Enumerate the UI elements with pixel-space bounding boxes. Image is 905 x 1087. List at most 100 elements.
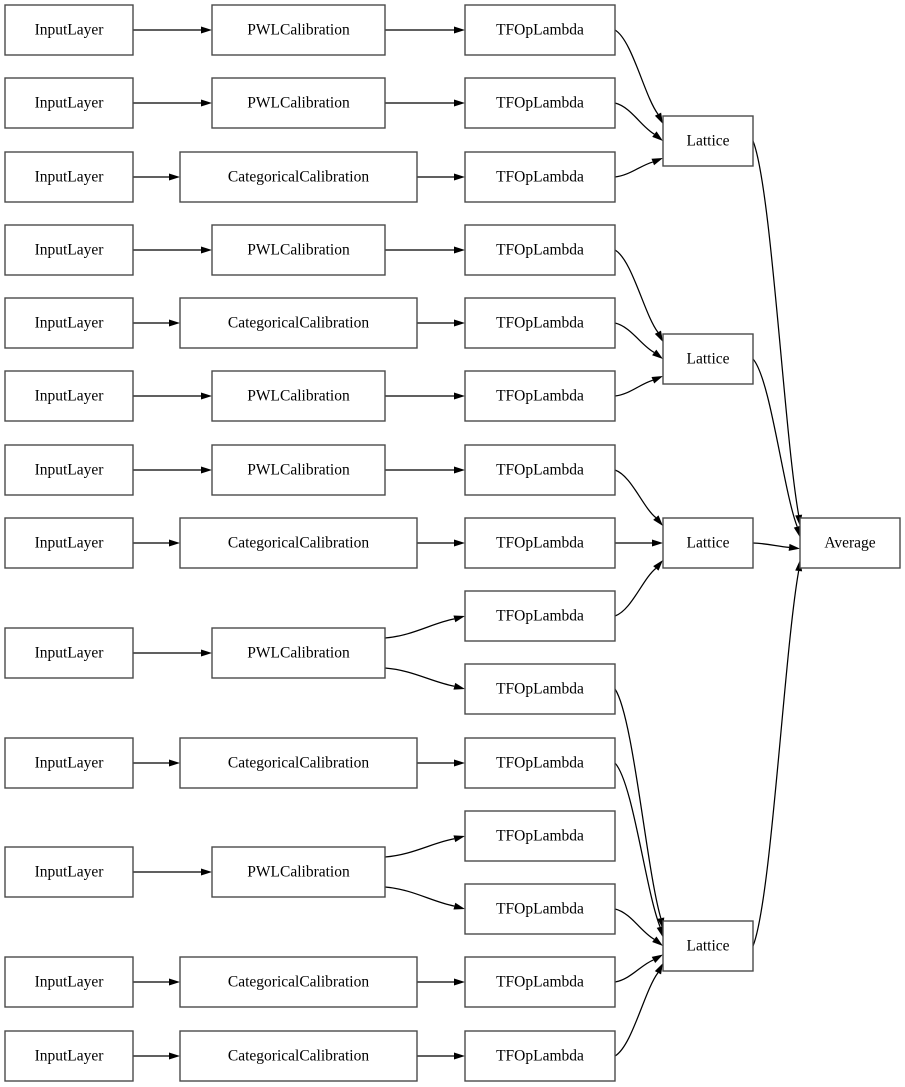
node-input-layer-in13[interactable]: InputLayer [4,1030,134,1082]
node-box[interactable] [464,590,616,642]
node-box[interactable] [211,4,386,56]
node-input-layer-in1[interactable]: InputLayer [4,4,134,56]
node-box[interactable] [4,151,134,203]
node-box[interactable] [464,883,616,935]
node-pwlcalibration-cal11[interactable]: PWLCalibration [211,846,386,898]
node-lattice-lat3[interactable]: Lattice [662,517,754,569]
node-box[interactable] [464,810,616,862]
node-box[interactable] [179,151,418,203]
node-pwlcalibration-cal6[interactable]: PWLCalibration [211,370,386,422]
node-box[interactable] [662,333,754,385]
node-input-layer-in8[interactable]: InputLayer [4,517,134,569]
node-input-layer-in12[interactable]: InputLayer [4,956,134,1008]
node-label: PWLCalibration [247,388,350,405]
node-pwlcalibration-cal2[interactable]: PWLCalibration [211,77,386,129]
node-tfop-lambda-op8[interactable]: TFOpLambda [464,517,616,569]
node-tfop-lambda-op6[interactable]: TFOpLambda [464,370,616,422]
node-input-layer-in11[interactable]: InputLayer [4,846,134,898]
node-box[interactable] [211,77,386,129]
node-input-layer-in6[interactable]: InputLayer [4,370,134,422]
node-box[interactable] [464,370,616,422]
node-tfop-lambda-op9[interactable]: TFOpLambda [464,590,616,642]
node-box[interactable] [464,737,616,789]
node-categorical-calibration-cal12[interactable]: CategoricalCalibration [179,956,418,1008]
node-box[interactable] [4,846,134,898]
node-label: CategoricalCalibration [228,535,369,552]
node-box[interactable] [464,444,616,496]
node-box[interactable] [464,663,616,715]
node-tfop-lambda-op7[interactable]: TFOpLambda [464,444,616,496]
node-input-layer-in3[interactable]: InputLayer [4,151,134,203]
node-box[interactable] [464,1030,616,1082]
node-tfop-lambda-op13[interactable]: TFOpLambda [464,883,616,935]
node-box[interactable] [662,115,754,167]
node-lattice-lat2[interactable]: Lattice [662,333,754,385]
node-label: Lattice [686,351,729,368]
node-box[interactable] [211,444,386,496]
node-tfop-lambda-op15[interactable]: TFOpLambda [464,1030,616,1082]
node-categorical-calibration-cal8[interactable]: CategoricalCalibration [179,517,418,569]
node-box[interactable] [464,956,616,1008]
edge-op4-to-lat2 [614,249,659,333]
node-box[interactable] [4,297,134,349]
node-box[interactable] [4,4,134,56]
node-box[interactable] [4,224,134,276]
arrowhead-in4-to-cal4 [201,246,212,254]
node-categorical-calibration-cal10[interactable]: CategoricalCalibration [179,737,418,789]
node-box[interactable] [211,627,386,679]
node-tfop-lambda-op14[interactable]: TFOpLambda [464,956,616,1008]
node-tfop-lambda-op1[interactable]: TFOpLambda [464,4,616,56]
node-pwlcalibration-cal4[interactable]: PWLCalibration [211,224,386,276]
node-box[interactable] [464,77,616,129]
node-label: CategoricalCalibration [228,1048,369,1065]
node-box[interactable] [179,956,418,1008]
node-box[interactable] [179,1030,418,1082]
node-pwlcalibration-cal7[interactable]: PWLCalibration [211,444,386,496]
node-label: TFOpLambda [496,315,584,332]
node-box[interactable] [211,370,386,422]
node-input-layer-in5[interactable]: InputLayer [4,297,134,349]
node-tfop-lambda-op12[interactable]: TFOpLambda [464,810,616,862]
node-tfop-lambda-op2[interactable]: TFOpLambda [464,77,616,129]
node-box[interactable] [4,627,134,679]
node-categorical-calibration-cal3[interactable]: CategoricalCalibration [179,151,418,203]
node-tfop-lambda-op11[interactable]: TFOpLambda [464,737,616,789]
node-box[interactable] [464,151,616,203]
node-box[interactable] [211,224,386,276]
node-box[interactable] [4,444,134,496]
node-box[interactable] [799,517,901,569]
node-pwlcalibration-cal1[interactable]: PWLCalibration [211,4,386,56]
node-box[interactable] [464,224,616,276]
node-lattice-lat1[interactable]: Lattice [662,115,754,167]
node-box[interactable] [4,1030,134,1082]
node-lattice-lat4[interactable]: Lattice [662,920,754,972]
node-tfop-lambda-op3[interactable]: TFOpLambda [464,151,616,203]
node-tfop-lambda-op5[interactable]: TFOpLambda [464,297,616,349]
node-categorical-calibration-cal5[interactable]: CategoricalCalibration [179,297,418,349]
node-box[interactable] [211,846,386,898]
node-box[interactable] [4,737,134,789]
node-box[interactable] [464,297,616,349]
node-box[interactable] [4,956,134,1008]
node-box[interactable] [464,517,616,569]
node-box[interactable] [4,77,134,129]
node-input-layer-in2[interactable]: InputLayer [4,77,134,129]
node-box[interactable] [4,517,134,569]
node-tfop-lambda-op4[interactable]: TFOpLambda [464,224,616,276]
node-average-avg[interactable]: Average [799,517,901,569]
edge-op15-to-lat4 [614,972,659,1057]
node-categorical-calibration-cal13[interactable]: CategoricalCalibration [179,1030,418,1082]
node-input-layer-in4[interactable]: InputLayer [4,224,134,276]
node-box[interactable] [4,370,134,422]
node-input-layer-in9[interactable]: InputLayer [4,627,134,679]
node-box[interactable] [662,517,754,569]
node-box[interactable] [179,297,418,349]
node-input-layer-in10[interactable]: InputLayer [4,737,134,789]
node-box[interactable] [662,920,754,972]
node-tfop-lambda-op10[interactable]: TFOpLambda [464,663,616,715]
node-box[interactable] [179,737,418,789]
node-box[interactable] [179,517,418,569]
node-box[interactable] [464,4,616,56]
node-pwlcalibration-cal9[interactable]: PWLCalibration [211,627,386,679]
node-input-layer-in7[interactable]: InputLayer [4,444,134,496]
